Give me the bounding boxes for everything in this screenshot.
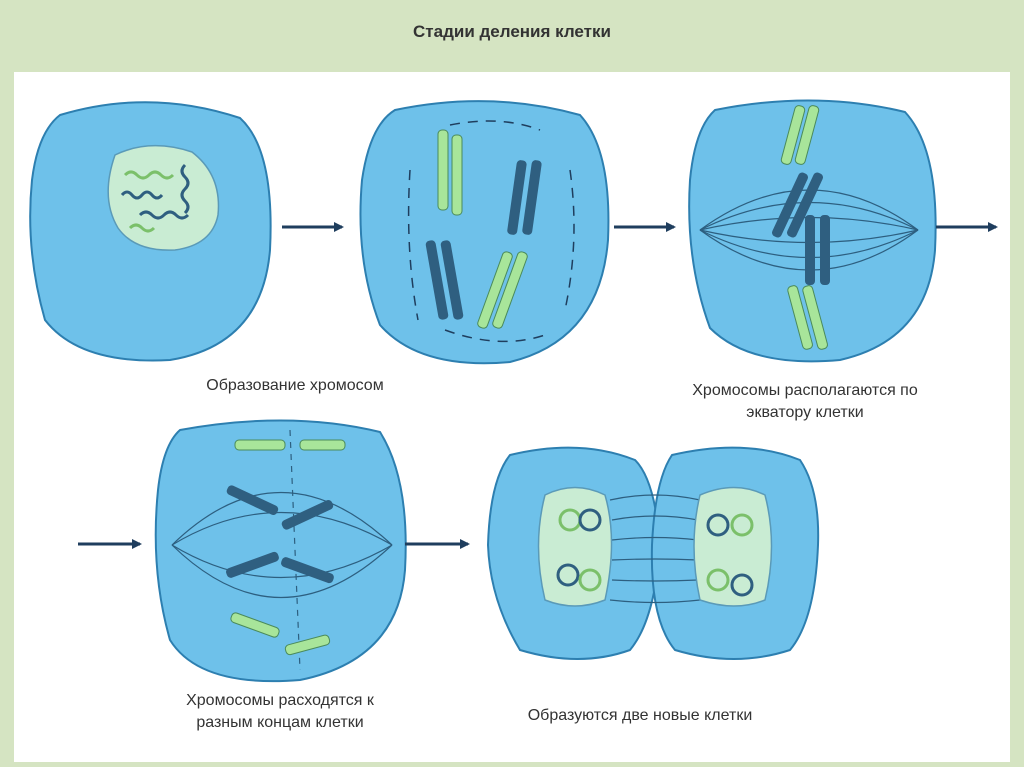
caption-stage3-line2: экватору клетки — [746, 404, 864, 421]
caption-stage4-line1: Хромосомы расходятся к — [186, 692, 374, 709]
stage1-nucleus — [107, 145, 220, 251]
stage2-chromosomes — [425, 129, 542, 329]
stage3-cell — [688, 99, 937, 363]
caption-stage4: Хромосомы расходятся к разным концам кле… — [130, 690, 430, 734]
stage5-nucleus-right — [693, 486, 773, 607]
stage5-nucleus-left — [537, 486, 613, 607]
caption-stage5: Образуются две новые клетки — [480, 705, 800, 727]
stage1-cell — [29, 101, 272, 362]
caption-stage1: Образование хромосом — [150, 375, 440, 397]
caption-stage3: Хромосомы располагаются по экватору клет… — [640, 380, 970, 424]
stage5-cells — [486, 446, 820, 660]
stage4-spindle — [171, 429, 393, 671]
stage4-cell — [154, 419, 407, 683]
stage5-midbody — [609, 494, 701, 604]
stage3-chromosomes — [771, 105, 830, 350]
caption-stage4-line2: разным концам клетки — [196, 714, 364, 731]
caption-stage3-line1: Хромосомы располагаются по — [692, 382, 918, 399]
stage4-chromosomes — [226, 439, 346, 656]
caption-stage1-text: Образование хромосом — [206, 377, 384, 394]
caption-stage5-text: Образуются две новые клетки — [527, 707, 753, 724]
slide-title: Стадии деления клетки — [413, 22, 611, 41]
stage2-cell — [359, 100, 610, 365]
